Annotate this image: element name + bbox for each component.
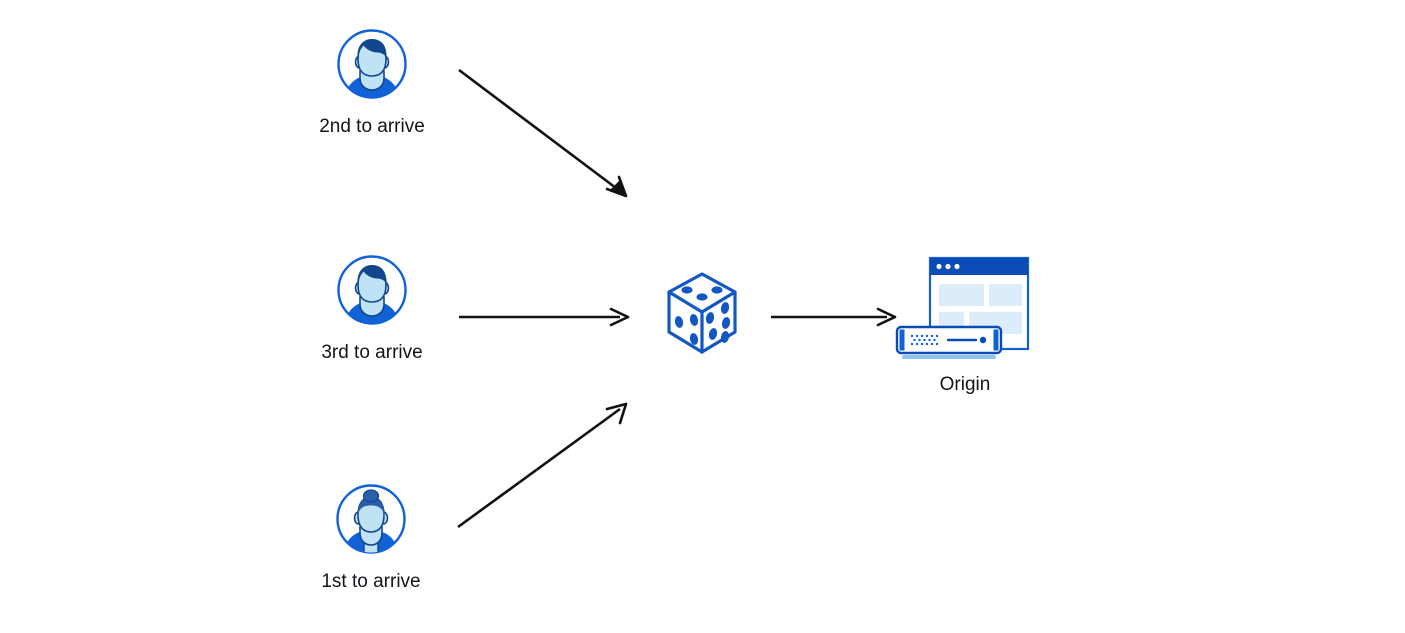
user-avatar-short-hair-icon [335, 27, 409, 101]
client-label-bottom: 1st to arrive [321, 571, 421, 592]
client-label-top: 2nd to arrive [319, 116, 425, 137]
user-avatar-bun-hair-icon [334, 482, 408, 556]
arrow-client-bottom-to-dice [457, 402, 628, 529]
server-device-icon [895, 325, 1003, 359]
origin-server-browser-icon [895, 256, 1030, 359]
dice-icon [661, 268, 743, 364]
arrow-client-middle-to-dice [459, 307, 630, 327]
client-label-middle: 3rd to arrive [321, 342, 423, 363]
origin-label: Origin [939, 374, 991, 395]
origin-node: Origin [890, 255, 1035, 395]
arrow-dice-to-origin [771, 307, 897, 327]
user-avatar-short-hair-icon [335, 253, 409, 327]
